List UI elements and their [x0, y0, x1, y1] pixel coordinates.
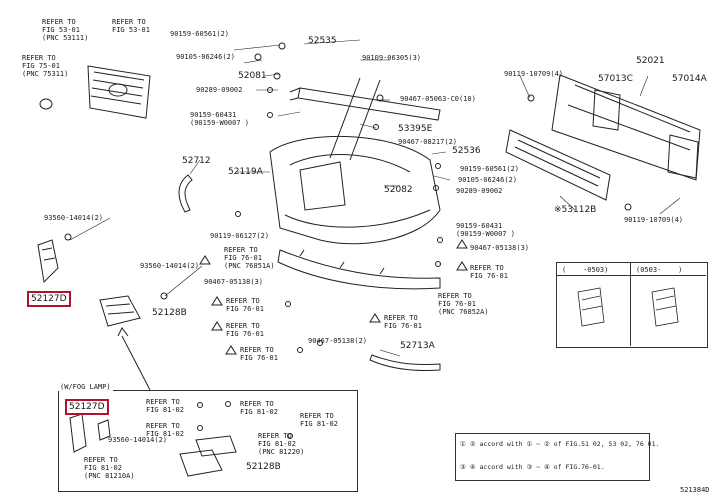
part-90159-60431-top: 90159-60431 (90159-W0007 ): [190, 111, 250, 127]
part-52535: 52535: [308, 36, 337, 46]
part-52127d-fog-highlighted[interactable]: 52127D: [65, 399, 109, 415]
part-57013c: 57013C: [598, 74, 633, 84]
variant-col1-header: ( -0503): [562, 266, 609, 274]
fastener-markers: [64, 42, 632, 439]
refer-fig53-01-pnc53111: REFER TO FIG 53-01 (PNC 53111): [42, 18, 89, 42]
part-90467-05138-c: 90467-05138(2): [308, 337, 368, 345]
variant-inset-divider: [630, 262, 631, 346]
fog-bracket-drawing: [99, 295, 141, 327]
part-90467-05138-a: 90467-05138(3): [204, 278, 264, 286]
part-52127d-highlighted[interactable]: 52127D: [27, 291, 71, 307]
refer-fig81-02-c: REFER TO FIG 81-02: [146, 422, 184, 438]
part-90289-09002-b: 90289-09002: [456, 187, 503, 195]
part-52128b-fog: 52128B: [246, 462, 281, 472]
lower-spoiler-drawing: [277, 249, 441, 290]
refer-fig81-02-81210a: REFER TO FIG 81-02 (PNC 81210A): [84, 456, 135, 480]
part-90289-09002-top: 90289-09002: [196, 86, 243, 94]
part-52081: 52081: [238, 71, 267, 81]
part-52536: 52536: [452, 146, 481, 156]
refer-fig76-01-76852a: REFER TO FIG 76-01 (PNC 76852A): [438, 292, 489, 316]
refer-fig53-01: REFER TO FIG 53-01: [112, 18, 150, 34]
part-90159-60561-top: 90159-60561(2): [170, 30, 230, 38]
part-90119-10709-b: 90119-10709(4): [624, 216, 684, 224]
leader-lines: [69, 39, 681, 357]
variant-col2-header: (0503- ): [636, 266, 683, 274]
refer-fig76-01-76851a: REFER TO FIG 76-01 (PNC 76851A): [224, 246, 275, 270]
energy-absorber-drawing: [505, 129, 611, 201]
part-53112b: ※53112B: [554, 205, 597, 215]
legend-box: [455, 433, 650, 481]
refer-fig76-01-c: REFER TO FIG 76-01: [226, 322, 264, 338]
refer-fig76-01-d: REFER TO FIG 76-01: [240, 346, 278, 362]
part-52021: 52021: [636, 56, 665, 66]
molding-drawing: [369, 354, 441, 371]
part-90159-60431-b: 90159-60431 (90159-W0007 ): [456, 222, 516, 238]
fog-cover-left-drawing: [37, 239, 59, 284]
inset-variant-drawing: [577, 287, 679, 327]
part-90105-06246-b: 90105-06246(2): [458, 176, 518, 184]
part-93560-14014-top: 93560-14014(2): [44, 214, 104, 222]
part-90109-06305: 90109-06305(3): [362, 54, 422, 62]
part-90119-06127: 90119-06127(2): [210, 232, 270, 240]
refer-fig81-02-81220: REFER TO FIG 81-02 (PNC 81220): [258, 432, 305, 456]
reference-triangles: [199, 239, 468, 355]
part-57014a: 57014A: [672, 74, 707, 84]
emblem-clip-drawing: [39, 98, 53, 110]
part-93560-14014-fog: 93560-14014(2): [108, 436, 168, 444]
bumper-cover-drawing: [269, 77, 441, 245]
bumper-reinforcement-drawing: [551, 74, 701, 181]
part-52713a: 52713A: [400, 341, 435, 351]
part-90467-05138-b: 90467-05138(3): [470, 244, 530, 252]
part-93560-14014-mid: 93560-14014(2): [140, 262, 200, 270]
part-90467-05063: 90467-05063-C0(10): [400, 95, 476, 103]
part-53395e: 53395E: [398, 124, 433, 134]
part-52712: 52712: [182, 156, 211, 166]
refer-fig75-01: REFER TO FIG 75-01 (PNC 75311): [22, 54, 69, 78]
variant-inset-header-rule: [556, 275, 706, 276]
fog-lamp-box-title: (W/FOG LAMP): [58, 383, 113, 391]
part-90105-06246-top: 90105-06246(2): [176, 53, 236, 61]
bumper-upper-retainer-drawing: [289, 87, 441, 121]
part-90119-10709-a: 90119-10709(4): [504, 70, 564, 78]
arrow-head: [117, 327, 129, 337]
refer-fig81-02-a: REFER TO FIG 81-02: [146, 398, 184, 414]
part-52128b: 52128B: [152, 308, 187, 318]
refer-fig76-01-e: REFER TO FIG 76-01: [384, 314, 422, 330]
refer-fig81-02-b: REFER TO FIG 81-02: [240, 400, 278, 416]
part-90467-08217: 90467-08217(2): [398, 138, 458, 146]
diagram-code: 521384D: [680, 486, 710, 494]
refer-fig76-01-b: REFER TO FIG 76-01: [226, 297, 264, 313]
radiator-grille-drawing: [87, 65, 151, 119]
variant-inset-box: [556, 262, 708, 348]
leader-arrow: [121, 335, 151, 391]
part-90159-60561-b: 90159-60561(2): [460, 165, 520, 173]
side-support-drawing: [178, 174, 193, 213]
refer-fig76-01-right: REFER TO FIG 76-01: [470, 264, 508, 280]
part-52082: 52082: [384, 185, 413, 195]
refer-fig81-02-d: REFER TO FIG 81-02: [300, 412, 338, 428]
fog-lamp-box: [58, 390, 358, 492]
part-52119a: 52119A: [228, 167, 263, 177]
legend-line-2: ③ ④ accord with ③ ~ ④ of FIG.76-01.: [460, 463, 605, 471]
legend-line-1: ① ② accord with ① ~ ② of FIG.51 02, 53 0…: [460, 440, 660, 448]
fog-lamp-parts-drawing: [69, 413, 237, 477]
